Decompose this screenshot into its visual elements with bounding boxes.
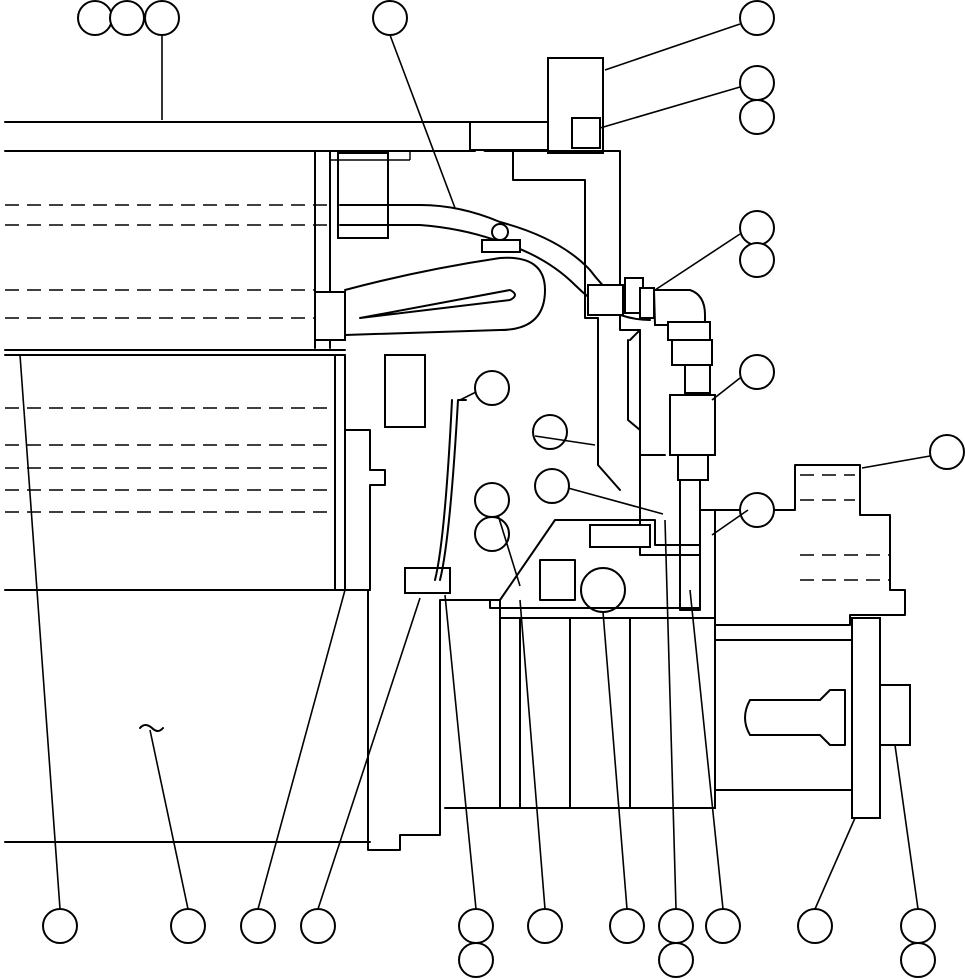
callout-bubble-20 (240, 908, 276, 944)
callout-bubble-15 (474, 482, 510, 518)
callout-bubble-27 (658, 942, 694, 978)
upper-hidden-lines (5, 204, 330, 319)
leader-line-8 (534, 435, 596, 446)
callout-bubble-22 (458, 908, 494, 944)
callout-bubble-7 (739, 99, 775, 135)
leader-line-19 (602, 611, 628, 910)
lower-housing (4, 349, 426, 843)
leader-line-23 (894, 744, 919, 910)
callout-bubble-25 (609, 908, 645, 944)
callout-bubble-24 (527, 908, 563, 944)
leader-line-22 (814, 817, 856, 910)
callout-bubble-11 (474, 370, 510, 406)
leader-line-17 (444, 594, 477, 910)
leader-line-13 (19, 354, 61, 910)
leader-line-2 (389, 34, 456, 209)
leader-line-4 (599, 86, 741, 129)
leader-line-18 (519, 599, 546, 910)
callout-bubble-19 (170, 908, 206, 944)
callout-bubble-8 (739, 210, 775, 246)
callout-bubble-13 (929, 434, 965, 470)
leader-line-5 (654, 233, 741, 291)
callout-bubble-26 (658, 908, 694, 944)
callout-bubble-3 (144, 0, 180, 36)
callout-bubble-12 (532, 414, 568, 450)
leader-line-16 (317, 597, 421, 910)
callout-bubble-9 (739, 242, 775, 278)
callout-bubble-30 (900, 908, 936, 944)
leader-line-14 (149, 729, 189, 910)
callout-bubble-29 (797, 908, 833, 944)
callout-bubble-28 (705, 908, 741, 944)
leader-line-10 (567, 487, 664, 515)
leader-line-6 (711, 377, 741, 401)
elbow-fitting (624, 277, 716, 611)
callout-bubble-1 (77, 0, 113, 36)
callout-bubbles (42, 0, 965, 978)
leader-line-20 (664, 519, 677, 910)
callout-bubble-17 (739, 492, 775, 528)
leader-line-11 (711, 509, 749, 536)
callout-bubble-4 (372, 0, 408, 36)
lower-hidden-lines (5, 407, 335, 513)
callout-bubble-6 (739, 65, 775, 101)
callout-bubble-21 (300, 908, 336, 944)
callout-bubble-5 (739, 0, 775, 36)
callout-bubble-10 (739, 354, 775, 390)
leader-line-9 (861, 455, 931, 469)
leader-line-7 (459, 391, 477, 401)
upper-housing (4, 57, 604, 349)
right-bracket (699, 464, 906, 626)
callout-bubble-2 (109, 0, 145, 36)
callout-bubble-18 (42, 908, 78, 944)
callout-bubble-14 (534, 468, 570, 504)
leader-line-12 (497, 514, 521, 587)
leader-lines (19, 23, 931, 910)
callout-bubble-31 (900, 942, 936, 978)
callout-bubble-23 (458, 942, 494, 978)
leader-line-15 (257, 589, 346, 910)
leader-line-21 (689, 589, 724, 910)
leader-line-3 (604, 23, 741, 71)
